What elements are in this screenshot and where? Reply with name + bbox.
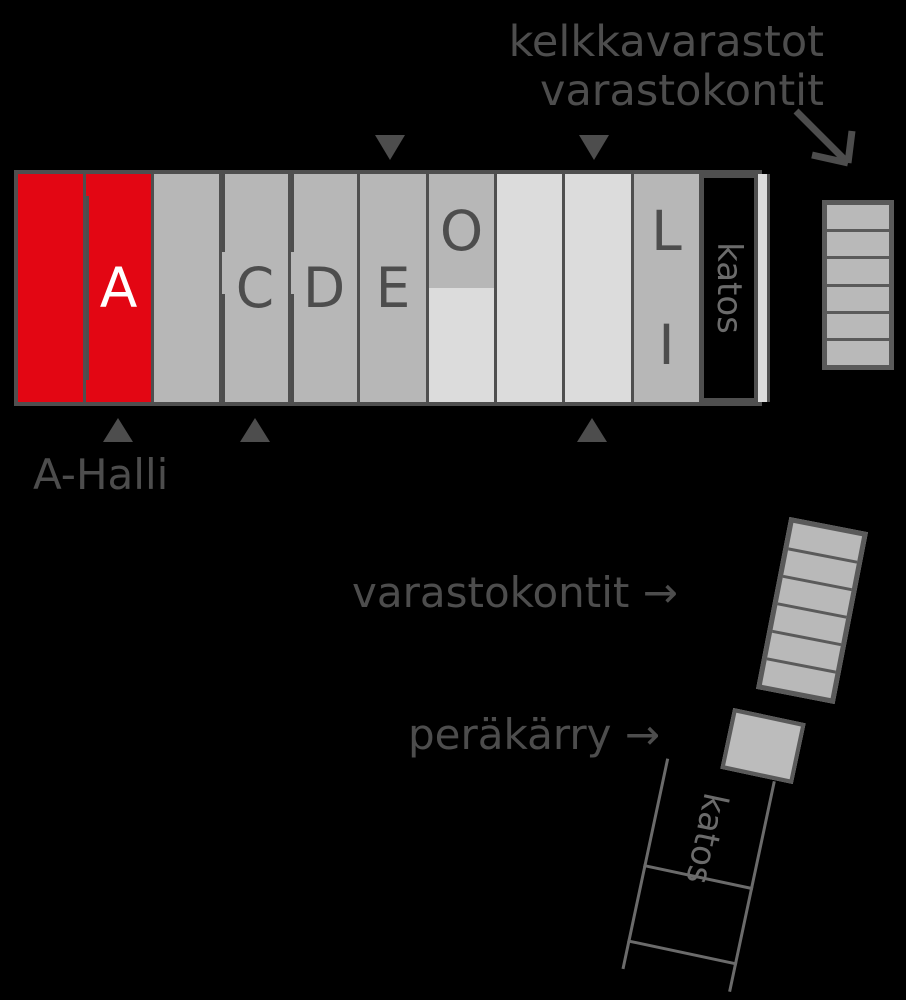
storage-container-stack-diagonal[interactable] [756, 516, 868, 705]
stall-divider [291, 174, 294, 252]
section-katos[interactable]: katos [700, 174, 758, 402]
section-d[interactable]: D [291, 174, 360, 402]
marker-up-section-i [577, 418, 607, 442]
section-a-left[interactable] [18, 174, 86, 402]
section-d-label: D [302, 255, 346, 320]
label-a-halli: A-Halli [33, 450, 169, 499]
arrow-to-storage-containers-icon [793, 108, 856, 167]
section-lower-1[interactable] [429, 288, 497, 402]
section-l-label: L [651, 198, 682, 263]
lower-katos-canopy[interactable]: katos [621, 758, 776, 992]
marker-down-storage-containers [579, 135, 609, 160]
section-c-label: C [235, 255, 275, 320]
stall-divider [222, 174, 225, 252]
container-bay[interactable] [827, 287, 889, 314]
label-perakarry: peräkärry → [408, 710, 661, 759]
container-bay[interactable] [827, 341, 889, 365]
marker-up-a-halli [103, 418, 133, 442]
stall-divider [222, 294, 225, 402]
container-bay[interactable] [827, 205, 889, 233]
page-title: kelkkavarastot varastokontit [0, 18, 824, 115]
section-lower-3[interactable] [565, 288, 634, 402]
katos-label-wrapper: katos [704, 178, 754, 398]
stall-divider [291, 294, 294, 402]
stall-divider [86, 196, 89, 380]
section-l[interactable]: L [634, 174, 702, 288]
section-upper-2[interactable] [565, 174, 634, 288]
section-lower-2[interactable] [497, 288, 565, 402]
section-o-label: O [439, 198, 484, 263]
section-a[interactable]: A [86, 174, 154, 402]
container-bay[interactable] [827, 232, 889, 260]
title-line-1: kelkkavarastot [508, 17, 824, 67]
container-bay[interactable] [827, 314, 889, 341]
section-e[interactable]: E [360, 174, 429, 402]
title-line-2: varastokontit [540, 65, 824, 116]
section-e-label: E [375, 255, 411, 320]
section-i-label: I [658, 312, 675, 377]
section-upper-1[interactable] [497, 174, 565, 288]
marker-down-sled-storage [375, 135, 405, 160]
section-a-label: A [99, 255, 138, 320]
building-a-halli: A C D E O L I [14, 170, 770, 406]
storage-container-stack-top[interactable] [822, 200, 894, 370]
section-katos-label: katos [709, 242, 749, 334]
section-b[interactable] [154, 174, 222, 402]
container-bay[interactable] [827, 259, 889, 287]
marker-up-section-b [240, 418, 270, 442]
section-c[interactable]: C [222, 174, 291, 402]
label-varastokontit: varastokontit → [352, 568, 678, 617]
section-i[interactable]: I [634, 288, 702, 402]
section-o[interactable]: O [429, 174, 497, 288]
